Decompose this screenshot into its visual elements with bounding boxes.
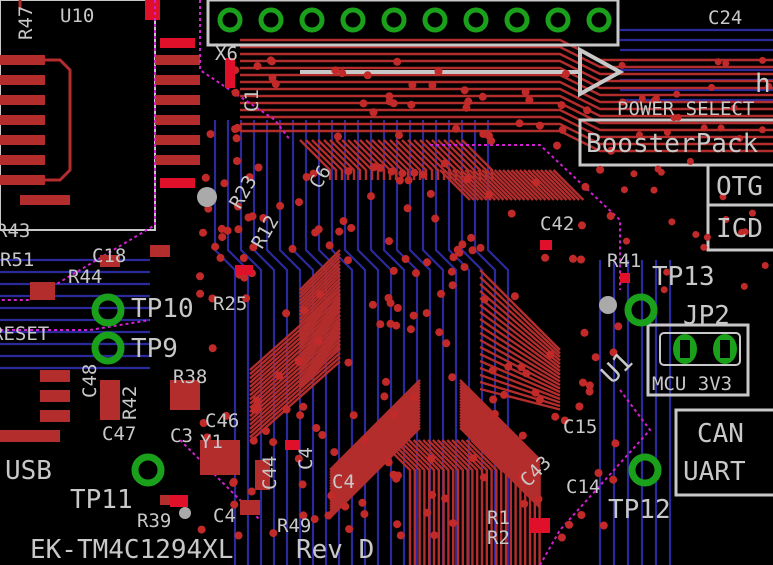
label-jp2: JP2 [683,301,730,331]
label-icd: ICD [716,214,763,244]
header-connector [206,0,620,47]
fiducial [179,507,191,519]
label-r38: R38 [173,366,207,388]
label-c4: C4 [332,471,355,493]
label-otg: OTG [716,172,763,202]
label-h: h [755,69,771,99]
label-tp11: TP11 [70,485,133,515]
label-r1: R1 [487,507,510,529]
label-r51: R51 [0,249,34,271]
vias [196,56,773,542]
label-can: CAN [697,419,744,449]
tp13-pad [624,293,658,327]
fiducial [599,296,617,314]
label-tp9: TP9 [131,334,178,364]
label-c46: C46 [205,410,239,432]
label-power-select: POWER SELECT [617,98,754,120]
tp10-pad [91,293,125,327]
label-r41: R41 [607,250,641,272]
tp9-pad [91,331,125,365]
label-c48: C48 [79,364,101,398]
label-r42: R42 [119,386,141,420]
bright-red-pads [170,58,630,533]
label-mcu-3v3: MCU 3V3 [652,373,732,395]
fiducial [197,187,217,207]
label-u10: U10 [60,5,94,27]
label-c40: C4 [213,505,236,527]
left-components [0,245,270,515]
label-y1: Y1 [200,431,223,453]
label-x6: X6 [215,43,238,65]
tp11-pad [131,453,165,487]
label-c15: C15 [563,416,597,438]
label-c24: C24 [708,7,742,29]
label-c44: C44 [259,456,281,490]
label-uart: UART [683,457,746,487]
label-r49: R49 [277,515,311,537]
label-r44: R44 [68,266,102,288]
u10-chip [0,0,200,231]
label-reset: RESET [0,323,49,345]
label-c3: C3 [170,425,193,447]
label-usb: USB [5,456,52,486]
label-tp12: TP12 [608,495,671,525]
top-copper-layer [240,38,773,565]
label-r47: R47 [15,6,37,40]
label-c14: C14 [566,476,600,498]
label-tp13: TP13 [652,262,715,292]
label-r39: R39 [137,510,171,532]
label-c4x: C4 [295,447,317,470]
tp12-pad [628,453,662,487]
label-c1: C1 [241,89,263,112]
jp2-jumper [659,332,741,366]
label-r25: R25 [213,293,247,315]
label-c18: C18 [92,245,126,267]
label-c42: C42 [540,213,574,235]
label-boosterpack: BoosterPack [586,129,759,159]
label-tp10: TP10 [131,294,194,324]
label-r43: R43 [0,220,30,242]
board-revision-label: Rev D [296,535,374,565]
label-c47: C47 [102,423,136,445]
label-r2: R2 [487,527,510,549]
board-name-label: EK-TM4C1294XL [30,535,234,565]
